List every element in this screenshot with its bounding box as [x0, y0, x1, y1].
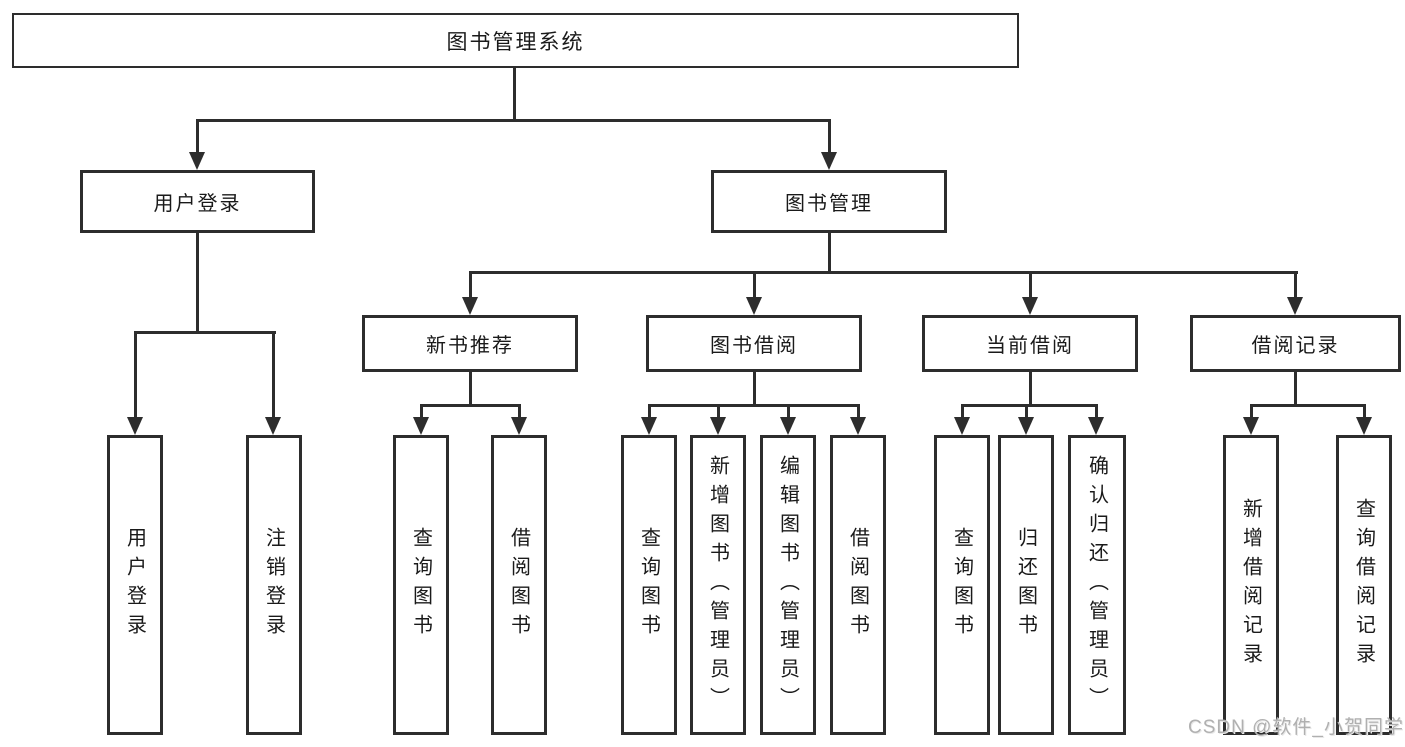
- leaf-confirm-return-admin: 确认归还（管理员）: [1068, 435, 1126, 735]
- arrow-down-icon: [1243, 417, 1259, 435]
- node-label: 图书管理系统: [446, 30, 585, 54]
- arrow-down-icon: [1022, 297, 1038, 315]
- connector-line: [1294, 271, 1297, 299]
- leaf-label: 新增借阅记录: [1239, 498, 1262, 672]
- node-user-login: 用户登录: [80, 170, 315, 233]
- leaf-edit-book-admin: 编辑图书（管理员）: [760, 435, 816, 735]
- arrow-down-icon: [511, 417, 527, 435]
- connector-line: [134, 331, 276, 334]
- connector-line: [787, 404, 790, 419]
- node-label: 用户登录: [153, 193, 242, 215]
- arrow-down-icon: [1088, 417, 1104, 435]
- connector-line: [857, 404, 860, 419]
- arrow-down-icon: [127, 417, 143, 435]
- connector-line: [961, 404, 964, 419]
- leaf-label: 归还图书: [1014, 527, 1037, 643]
- connector-line: [196, 233, 199, 334]
- leaf-query-borrow-record: 查询借阅记录: [1336, 435, 1392, 735]
- connector-line: [134, 331, 137, 417]
- leaf-label: 查询图书: [637, 527, 660, 643]
- arrow-down-icon: [189, 152, 205, 170]
- connector-line: [469, 271, 1298, 274]
- connector-line: [196, 119, 199, 154]
- connector-line: [753, 372, 756, 406]
- node-label: 借阅记录: [1251, 335, 1340, 357]
- leaf-borrow-books: 借阅图书: [830, 435, 886, 735]
- connector-line: [648, 404, 860, 407]
- node-label: 图书管理: [785, 193, 873, 215]
- leaf-borrow-books: 借阅图书: [491, 435, 547, 735]
- leaf-add-borrow-record: 新增借阅记录: [1223, 435, 1279, 735]
- connector-line: [1025, 404, 1028, 419]
- connector-line: [1294, 372, 1297, 406]
- node-current-borrowing: 当前借阅: [922, 315, 1138, 372]
- connector-line: [753, 271, 756, 299]
- arrow-down-icon: [1018, 417, 1034, 435]
- connector-line: [518, 404, 521, 419]
- connector-line: [961, 404, 1098, 407]
- connector-line: [469, 372, 472, 406]
- node-book-borrowing: 图书借阅: [646, 315, 862, 372]
- leaf-label: 编辑图书（管理员）: [776, 454, 799, 716]
- arrow-down-icon: [641, 417, 657, 435]
- arrow-down-icon: [413, 417, 429, 435]
- node-label: 新书推荐: [426, 335, 514, 357]
- node-label: 当前借阅: [986, 335, 1074, 357]
- leaf-label: 用户登录: [123, 527, 146, 643]
- leaf-label: 借阅图书: [846, 527, 869, 643]
- connector-line: [1029, 372, 1032, 406]
- connector-line: [1095, 404, 1098, 419]
- leaf-add-book-admin: 新增图书（管理员）: [690, 435, 746, 735]
- arrow-down-icon: [821, 152, 837, 170]
- connector-line: [648, 404, 651, 419]
- arrow-down-icon: [1287, 297, 1303, 315]
- leaf-label: 查询图书: [409, 527, 432, 643]
- connector-line: [828, 233, 831, 274]
- connector-line: [513, 68, 516, 122]
- connector-line: [1250, 404, 1253, 419]
- arrow-down-icon: [746, 297, 762, 315]
- connector-line: [717, 404, 720, 419]
- leaf-query-books: 查询图书: [393, 435, 449, 735]
- leaf-logout: 注销登录: [246, 435, 302, 735]
- leaf-label: 确认归还（管理员）: [1085, 454, 1108, 716]
- leaf-user-login: 用户登录: [107, 435, 163, 735]
- connector-line: [272, 331, 275, 417]
- node-label: 图书借阅: [710, 335, 798, 357]
- node-library-management-system: 图书管理系统: [12, 13, 1019, 68]
- leaf-label: 查询借阅记录: [1352, 498, 1375, 672]
- arrow-down-icon: [850, 417, 866, 435]
- connector-line: [420, 404, 521, 407]
- leaf-label: 借阅图书: [507, 527, 530, 643]
- connector-line: [828, 119, 831, 154]
- leaf-label: 查询图书: [950, 527, 973, 643]
- arrow-down-icon: [1356, 417, 1372, 435]
- node-borrowing-records: 借阅记录: [1190, 315, 1401, 372]
- arrow-down-icon: [462, 297, 478, 315]
- connector-line: [1250, 404, 1366, 407]
- csdn-watermark: CSDN @软件_小贺同学: [1188, 717, 1404, 738]
- leaf-query-books: 查询图书: [934, 435, 990, 735]
- leaf-return-books: 归还图书: [998, 435, 1054, 735]
- arrow-down-icon: [710, 417, 726, 435]
- leaf-label: 注销登录: [262, 527, 285, 643]
- node-new-book-recommendation: 新书推荐: [362, 315, 578, 372]
- connector-line: [196, 119, 831, 122]
- arrow-down-icon: [265, 417, 281, 435]
- node-book-management: 图书管理: [711, 170, 947, 233]
- leaf-label: 新增图书（管理员）: [706, 454, 729, 716]
- connector-line: [1363, 404, 1366, 419]
- leaf-query-books: 查询图书: [621, 435, 677, 735]
- arrow-down-icon: [780, 417, 796, 435]
- arrow-down-icon: [954, 417, 970, 435]
- connector-line: [469, 271, 472, 299]
- connector-line: [1029, 271, 1032, 299]
- connector-line: [420, 404, 423, 419]
